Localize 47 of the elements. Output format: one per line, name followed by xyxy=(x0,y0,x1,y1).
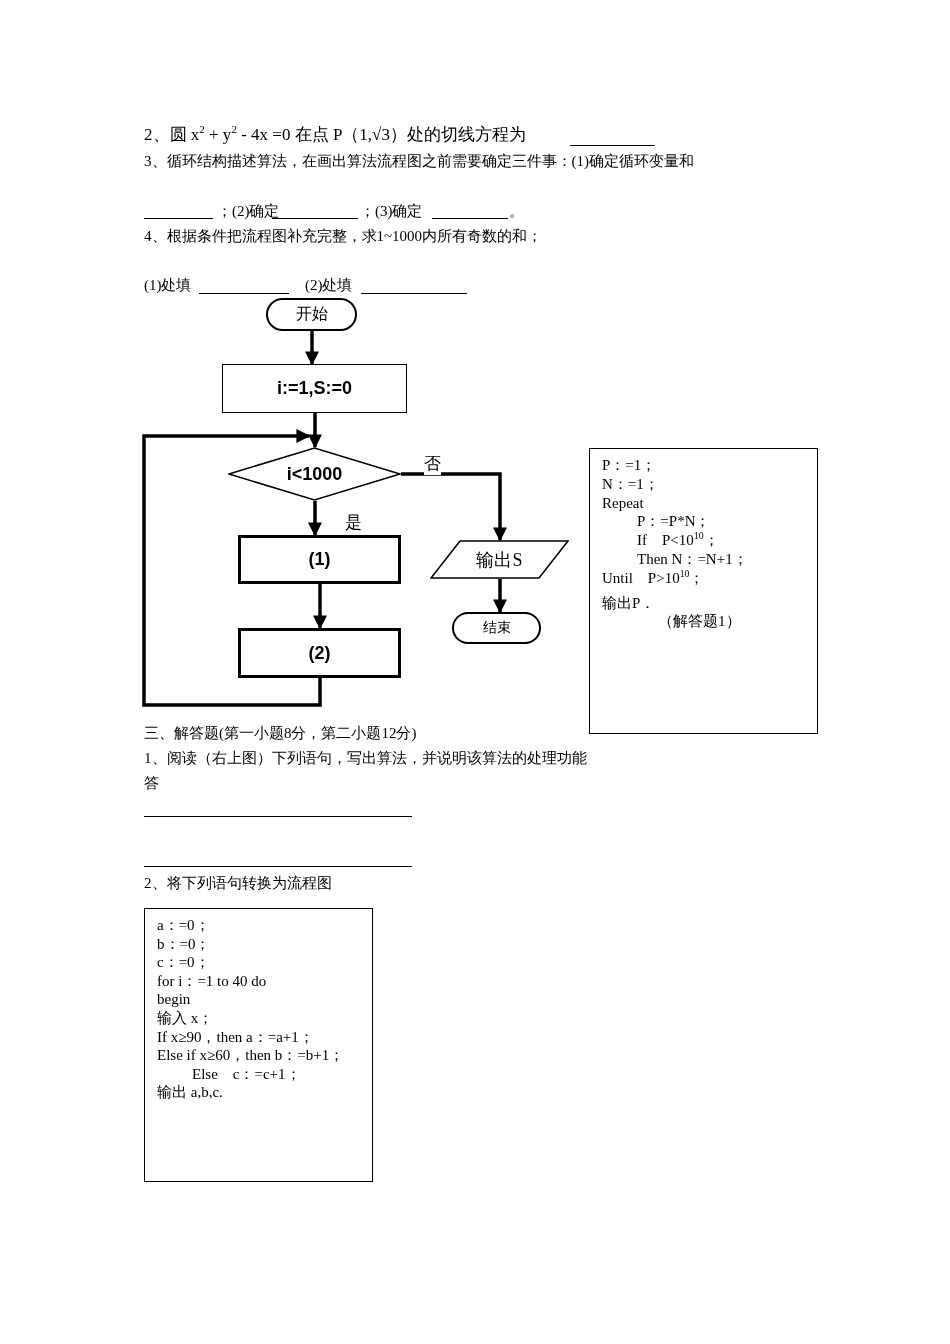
code-line: Else if x≥60，then b：=b+1； xyxy=(157,1046,345,1065)
code-line: a：=0； xyxy=(157,916,210,934)
question-text: ；(2)确定 xyxy=(217,202,280,221)
process-box: (2) xyxy=(238,628,401,678)
start-terminal: 开始 xyxy=(266,298,357,331)
arrow xyxy=(493,579,507,614)
question-text: 三、解答题(第一小题8分，第二小题12分) xyxy=(144,724,417,743)
code-line: P：=P*N； xyxy=(637,512,711,531)
question-text: 。 xyxy=(509,202,524,221)
code-line: （解答题1） xyxy=(658,612,741,631)
code-line: P：=1； xyxy=(602,456,657,474)
question-text: 3、循环结构描述算法，在画出算法流程图之前需要确定三件事：(1)确定循环变量和 xyxy=(144,152,694,171)
output-parallelogram: 输出S xyxy=(430,540,569,579)
process-box: (1) xyxy=(238,535,401,584)
code-box xyxy=(589,448,818,734)
end-terminal: 结束 xyxy=(452,612,541,644)
code-line: N：=1； xyxy=(602,474,659,493)
question-text: 4、根据条件把流程图补充完整，求1~1000内所有奇数的和； xyxy=(144,227,543,246)
code-line: c：=0； xyxy=(157,953,210,972)
arrow xyxy=(308,501,322,537)
arrow xyxy=(401,472,507,542)
question-text: 2、圆 x$^{2}$ + y$^{2}$ - 4x =0 在点 P（1,√3）处的切线方程为 xyxy=(144,125,526,145)
question-text: 1、阅读（右上图）下列语句，写出算法，并说明该算法的处理功能 xyxy=(144,749,587,768)
code-line: 输出P． xyxy=(602,593,656,612)
question-text: (1)处填 xyxy=(144,276,192,295)
code-box xyxy=(144,908,373,1182)
arrow xyxy=(308,413,322,449)
question-text: 2、将下列语句转换为流程图 xyxy=(144,874,332,893)
code-line: If P<10$^{10}$； xyxy=(637,531,719,550)
arrow xyxy=(142,429,322,707)
code-line: Then N：=N+1； xyxy=(637,550,748,568)
process-box: i:=1,S:=0 xyxy=(222,364,407,413)
code-line: Repeat xyxy=(602,493,644,512)
question-text: 答 xyxy=(144,774,159,793)
code-line: 输入 x； xyxy=(157,1009,214,1027)
code-line: b：=0； xyxy=(157,934,211,953)
decision-diamond: i<1000 xyxy=(228,447,401,501)
code-line: Else c：=c+1； xyxy=(192,1064,301,1083)
edge-label: 是 xyxy=(345,511,362,534)
code-line: 输出 a,b,c. xyxy=(157,1083,223,1102)
code-line: begin xyxy=(157,990,191,1009)
arrow xyxy=(305,331,319,366)
code-line: Until P>10$^{10}$； xyxy=(602,568,705,587)
code-line: for i：=1 to 40 do xyxy=(157,971,267,990)
code-line: If x≥90，then a：=a+1； xyxy=(157,1027,314,1046)
arrow xyxy=(313,584,327,630)
question-text: ；(3)确定 xyxy=(360,202,423,221)
